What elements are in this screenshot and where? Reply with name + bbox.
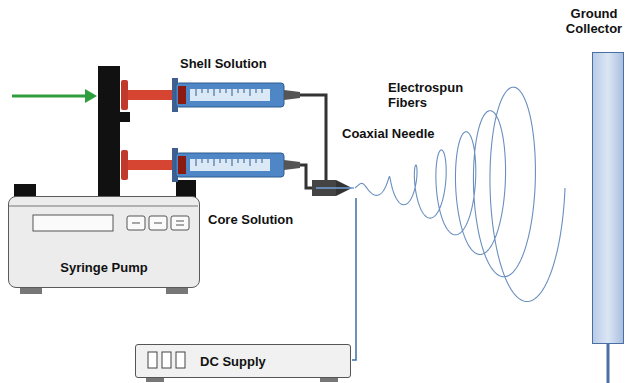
core-label: Core Solution xyxy=(206,212,295,227)
syringe-barrel xyxy=(176,153,284,177)
scale-ticks xyxy=(196,89,262,96)
collector-stand xyxy=(561,6,627,383)
barrel-window xyxy=(190,159,270,171)
plunger-thumb xyxy=(121,80,128,110)
dc-supply-text: DC Supply xyxy=(200,354,266,369)
plunger-rod xyxy=(128,90,172,100)
pump-display xyxy=(33,215,113,231)
plunger-head xyxy=(178,86,186,104)
supply-switch xyxy=(176,352,185,368)
syringe-barrel xyxy=(176,83,284,107)
shell-label: Shell Solution xyxy=(178,56,269,71)
shell-tube xyxy=(300,95,326,180)
pump-clamp-block xyxy=(120,112,130,122)
syringe-pump: Syringe Pump xyxy=(8,196,200,288)
push-arrow-head xyxy=(85,89,97,103)
needle-core xyxy=(316,187,354,189)
syringe-tip xyxy=(284,90,300,100)
shell-syringe xyxy=(121,78,300,112)
fiber-jet xyxy=(355,87,565,301)
pump-lid xyxy=(9,206,198,207)
button-mark xyxy=(154,223,162,224)
plunger-head xyxy=(178,156,186,174)
pump-button xyxy=(171,216,189,230)
scale-ticks xyxy=(196,159,262,166)
button-mark xyxy=(132,223,140,224)
pump-clamp-bar xyxy=(98,66,120,200)
push-arrow-shaft xyxy=(12,95,86,98)
ground-collector-text: Ground Collector xyxy=(561,6,627,36)
core-tube xyxy=(300,165,312,188)
plunger-rod xyxy=(128,160,172,170)
pump-button xyxy=(127,216,145,230)
dc-supply: DC Supply xyxy=(135,344,351,378)
needle-label: Coaxial Needle xyxy=(340,126,437,141)
plunger-thumb xyxy=(121,150,128,180)
supply-panel xyxy=(136,345,196,376)
ground-collector: Ground Collector xyxy=(561,6,627,383)
supply-switch xyxy=(148,352,157,368)
stand-post xyxy=(607,344,610,383)
supply-switch xyxy=(162,352,171,368)
core-syringe xyxy=(121,148,300,182)
voltage-wire xyxy=(352,198,356,360)
button-mark xyxy=(176,221,184,225)
pump-button xyxy=(149,216,167,230)
collector-plate xyxy=(592,52,624,344)
syringe-pump-text: Syringe Pump xyxy=(60,260,147,275)
fibers-label: Electrospun Fibers xyxy=(386,80,474,110)
barrel-window xyxy=(190,89,270,101)
syringe-tip xyxy=(284,160,300,170)
